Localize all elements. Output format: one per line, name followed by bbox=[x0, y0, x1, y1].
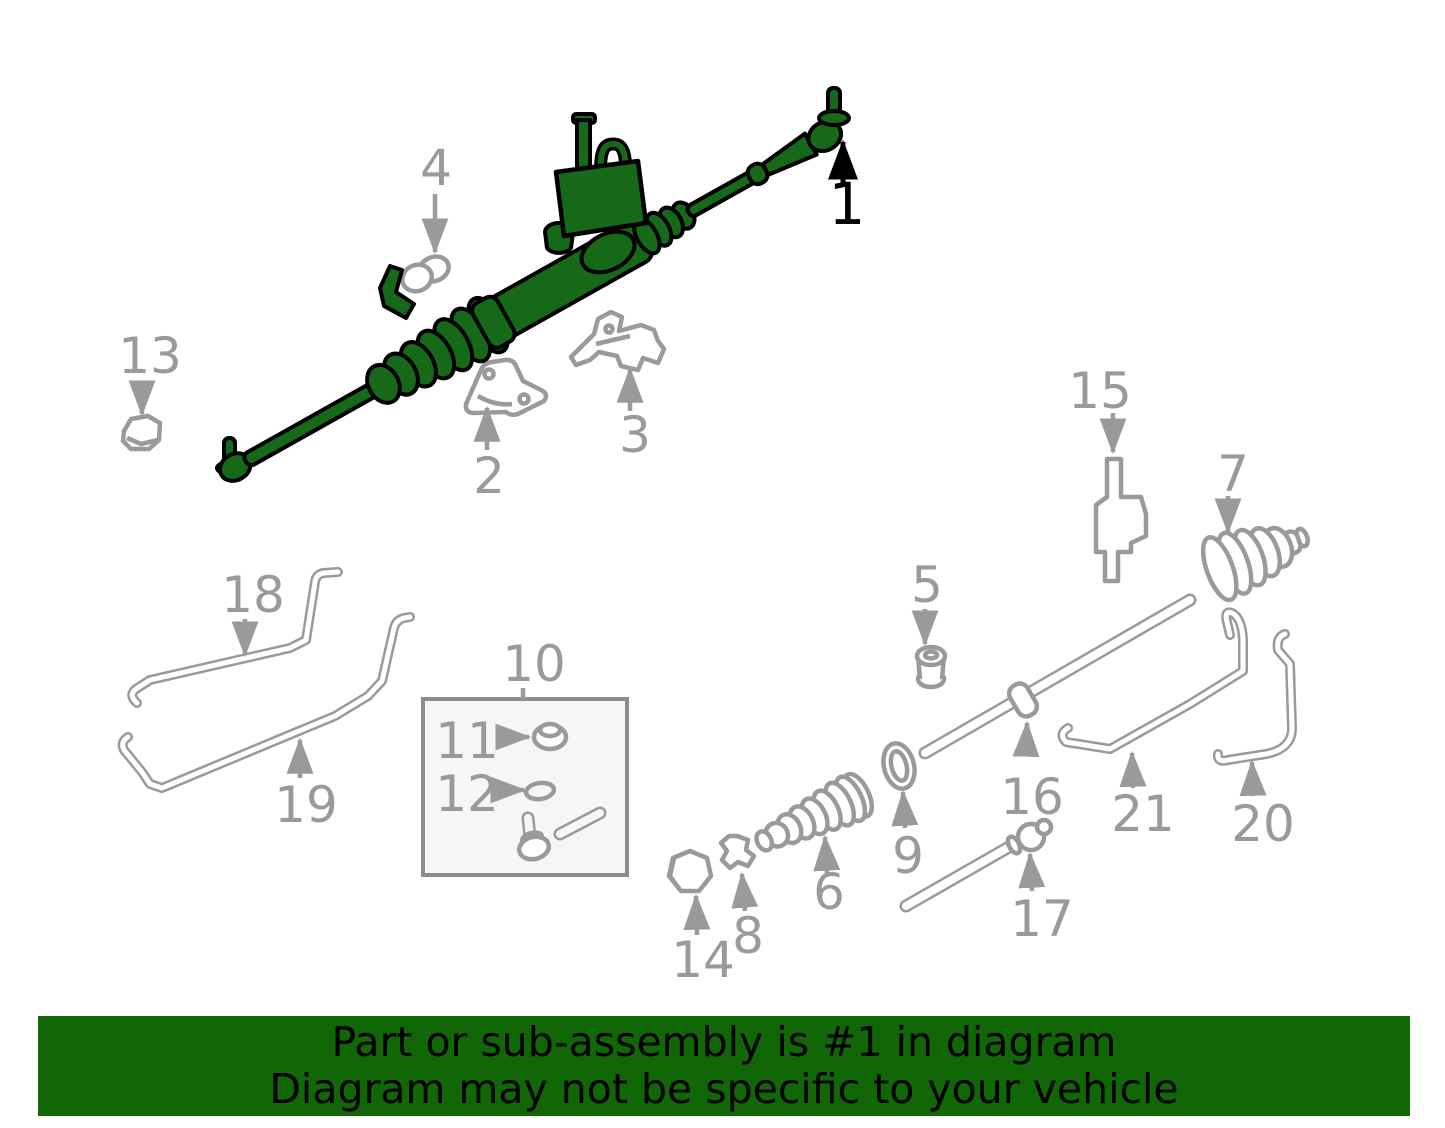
callout-6-arrow bbox=[813, 834, 841, 876]
callout-21-label: 21 bbox=[1111, 785, 1175, 843]
callout-17-arrow bbox=[1018, 851, 1046, 892]
callout-14-arrow bbox=[683, 893, 711, 936]
callout-2-label: 2 bbox=[473, 447, 505, 505]
callout-15-label: 15 bbox=[1068, 362, 1132, 420]
callout-1-label: 1 bbox=[829, 170, 866, 238]
callout-20-arrow bbox=[1239, 759, 1267, 797]
part-15-valve bbox=[1093, 456, 1149, 584]
disclaimer-banner: Part or sub-assembly is #1 in diagram Di… bbox=[38, 1016, 1410, 1116]
part-5-grommet bbox=[914, 644, 948, 690]
part-13-nut bbox=[120, 413, 163, 452]
part-21-line bbox=[1057, 607, 1248, 754]
part-16-rack-rod bbox=[918, 593, 1197, 760]
callout-4-label: 4 bbox=[420, 139, 452, 197]
banner-line2: Diagram may not be specific to your vehi… bbox=[269, 1065, 1179, 1113]
part-3-bracket bbox=[568, 309, 667, 373]
part-6-boot bbox=[754, 771, 875, 853]
part-1-rack-assembly bbox=[215, 86, 851, 483]
callout-11-label: 11 bbox=[435, 712, 499, 770]
callout-16-arrow bbox=[1012, 720, 1040, 758]
callout-16-label: 16 bbox=[1000, 768, 1064, 826]
part-2-clamp-bracket bbox=[463, 357, 549, 417]
callout-8-label: 8 bbox=[732, 907, 764, 965]
callout-9-label: 9 bbox=[892, 827, 924, 885]
callout-3-label: 3 bbox=[619, 406, 651, 464]
callout-13-label: 13 bbox=[118, 327, 182, 385]
callout-20-label: 20 bbox=[1231, 795, 1295, 853]
callout-7-label: 7 bbox=[1217, 445, 1249, 503]
callout-14-label: 14 bbox=[671, 931, 735, 989]
callout-5-label: 5 bbox=[911, 556, 943, 614]
part-17-inner-tie-rod bbox=[899, 817, 1054, 913]
callout-19-label: 19 bbox=[274, 776, 338, 834]
part-14-nut bbox=[666, 848, 714, 894]
callout-21-arrow bbox=[1119, 750, 1147, 789]
part-9-clamp-ring bbox=[881, 741, 917, 791]
part-7-boot bbox=[1200, 525, 1310, 603]
callout-17-label: 17 bbox=[1010, 890, 1074, 948]
part-11-dust-cap bbox=[531, 721, 569, 752]
banner-line1: Part or sub-assembly is #1 in diagram bbox=[331, 1018, 1117, 1066]
part-8-clamp bbox=[718, 833, 757, 871]
callout-9-arrow bbox=[891, 789, 919, 829]
callout-10-label: 10 bbox=[502, 635, 566, 693]
part-20-line bbox=[1212, 629, 1297, 766]
part-4-bushing bbox=[400, 254, 451, 294]
callout-12-label: 12 bbox=[435, 765, 499, 823]
kit-tie-rod-end-art bbox=[516, 806, 607, 862]
callout-18-label: 18 bbox=[221, 566, 285, 624]
part-18-line bbox=[127, 567, 343, 708]
callout-6-label: 6 bbox=[813, 863, 845, 921]
part-19-line bbox=[117, 612, 415, 793]
callout-8-arrow bbox=[731, 871, 759, 912]
